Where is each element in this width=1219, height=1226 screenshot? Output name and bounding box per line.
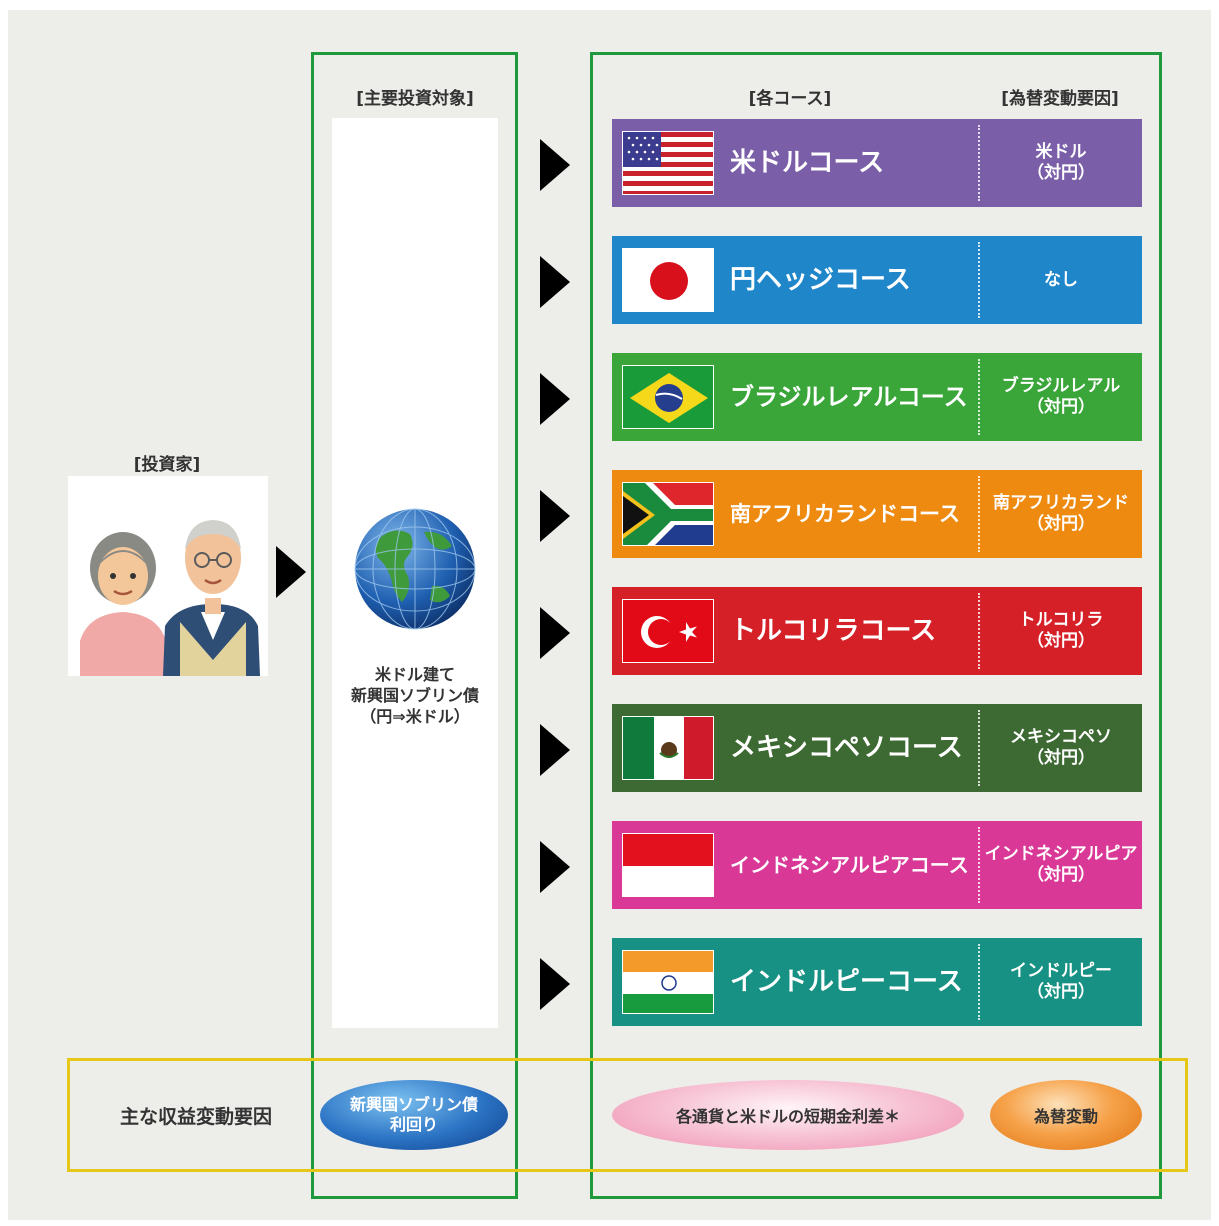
indonesia-flag-icon (622, 833, 714, 897)
mexico-flag-icon (622, 716, 714, 780)
fx-factor: インドネシアルピア （対円） (980, 821, 1142, 909)
course-name: インドルピーコース (730, 967, 963, 997)
divider (978, 827, 980, 903)
courses-frame (590, 52, 1162, 1199)
divider (978, 242, 980, 318)
rate-spread-ellipse: 各通貨と米ドルの短期金利差＊ (612, 1080, 964, 1150)
fx-factor: トルコリラ （対円） (980, 587, 1142, 675)
fx-change-text: 為替変動 (1033, 1107, 1098, 1126)
arrow-right-icon (540, 724, 570, 776)
divider (978, 125, 980, 201)
main-target-text: 米ドル建て 新興国ソブリン債 （円⇒米ドル） (332, 664, 498, 727)
yield-line1: 新興国ソブリン債 (349, 1095, 478, 1114)
return-factors-label: 主な収益変動要因 (119, 1106, 272, 1128)
arrow-right-icon (540, 139, 570, 191)
fx-factor-note: （対円） (1027, 748, 1095, 768)
divider (978, 359, 980, 435)
course-name: 円ヘッジコース (730, 265, 911, 295)
fx-factor-note: （対円） (1027, 163, 1095, 183)
fx-factor-note: （対円） (1027, 397, 1095, 417)
divider (978, 710, 980, 786)
india-flag-icon (622, 950, 714, 1014)
fx-factor-currency: トルコリラ (1018, 610, 1104, 630)
arrow-right-icon (540, 490, 570, 542)
fx-factor-note: （対円） (1027, 514, 1095, 534)
fx-change-ellipse: 為替変動 (990, 1080, 1142, 1150)
courses-header: [各コース] (748, 89, 832, 109)
globe-icon (352, 506, 478, 632)
course-mxn: メキシコペソコース メキシコペソ （対円） (612, 704, 1142, 792)
fx-factor-header: [為替変動要因] (1001, 89, 1119, 109)
divider (978, 944, 980, 1020)
south-africa-flag-icon (622, 482, 714, 546)
return-factors-frame (67, 1058, 1188, 1172)
arrow-right-icon (540, 373, 570, 425)
fx-factor-currency: ブラジルレアル (1001, 376, 1121, 396)
main-target-line3: （円⇒米ドル） (360, 707, 470, 726)
course-idr: インドネシアルピアコース インドネシアルピア （対円） (612, 821, 1142, 909)
main-target-frame (311, 52, 518, 1199)
rate-spread-text: 各通貨と米ドルの短期金利差＊ (675, 1107, 900, 1126)
japan-flag-icon (622, 248, 714, 312)
course-name: メキシコペソコース (730, 733, 963, 763)
fx-factor-note: （対円） (1027, 631, 1095, 651)
investor-illustration (68, 476, 268, 676)
yield-line2: 利回り (389, 1115, 438, 1134)
course-name: インドネシアルピアコース (730, 853, 969, 877)
course-inr: インドルピーコース インドルピー （対円） (612, 938, 1142, 1026)
course-zar: 南アフリカランドコース 南アフリカランド （対円） (612, 470, 1142, 558)
course-name: 南アフリカランドコース (730, 502, 960, 526)
fx-factor-note: （対円） (1027, 982, 1095, 1002)
us-flag-icon (622, 131, 714, 195)
course-try: トルコリラコース トルコリラ （対円） (612, 587, 1142, 675)
arrow-right-icon (540, 958, 570, 1010)
fx-factor: ブラジルレアル （対円） (980, 353, 1142, 441)
course-name: 米ドルコース (730, 148, 885, 178)
fx-factor-currency: インドネシアルピア (984, 844, 1138, 864)
divider (978, 476, 980, 552)
arrow-right-icon (276, 546, 306, 598)
sovereign-yield-ellipse: 新興国ソブリン債 利回り (320, 1080, 508, 1150)
fx-factor-currency: メキシコペソ (1010, 727, 1112, 747)
fx-factor: インドルピー （対円） (980, 938, 1142, 1026)
arrow-right-icon (540, 841, 570, 893)
fx-factor-note: （対円） (1027, 865, 1095, 885)
fx-factor: 米ドル （対円） (980, 119, 1142, 207)
course-name: ブラジルレアルコース (730, 383, 968, 411)
course-name: トルコリラコース (730, 616, 937, 646)
course-usd: 米ドルコース 米ドル （対円） (612, 119, 1142, 207)
arrow-right-icon (540, 256, 570, 308)
main-target-line1: 米ドル建て (374, 665, 455, 684)
divider (978, 593, 980, 669)
fx-factor: メキシコペソ （対円） (980, 704, 1142, 792)
arrow-right-icon (540, 607, 570, 659)
fx-factor-currency: なし (1044, 269, 1078, 290)
course-brl: ブラジルレアルコース ブラジルレアル （対円） (612, 353, 1142, 441)
fx-factor-currency: インドルピー (1010, 961, 1112, 981)
course-jpy-hedge: 円ヘッジコース なし (612, 236, 1142, 324)
turkey-flag-icon (622, 599, 714, 663)
fx-factor-currency: 南アフリカランド (993, 493, 1129, 513)
main-target-header: [主要投資対象] (356, 89, 474, 109)
investor-header: [投資家] (133, 455, 201, 475)
fx-factor: 南アフリカランド （対円） (980, 470, 1142, 558)
main-target-line2: 新興国ソブリン債 (350, 686, 479, 705)
brazil-flag-icon (622, 365, 714, 429)
fx-factor: なし (980, 236, 1142, 324)
fx-factor-currency: 米ドル (1035, 142, 1087, 162)
